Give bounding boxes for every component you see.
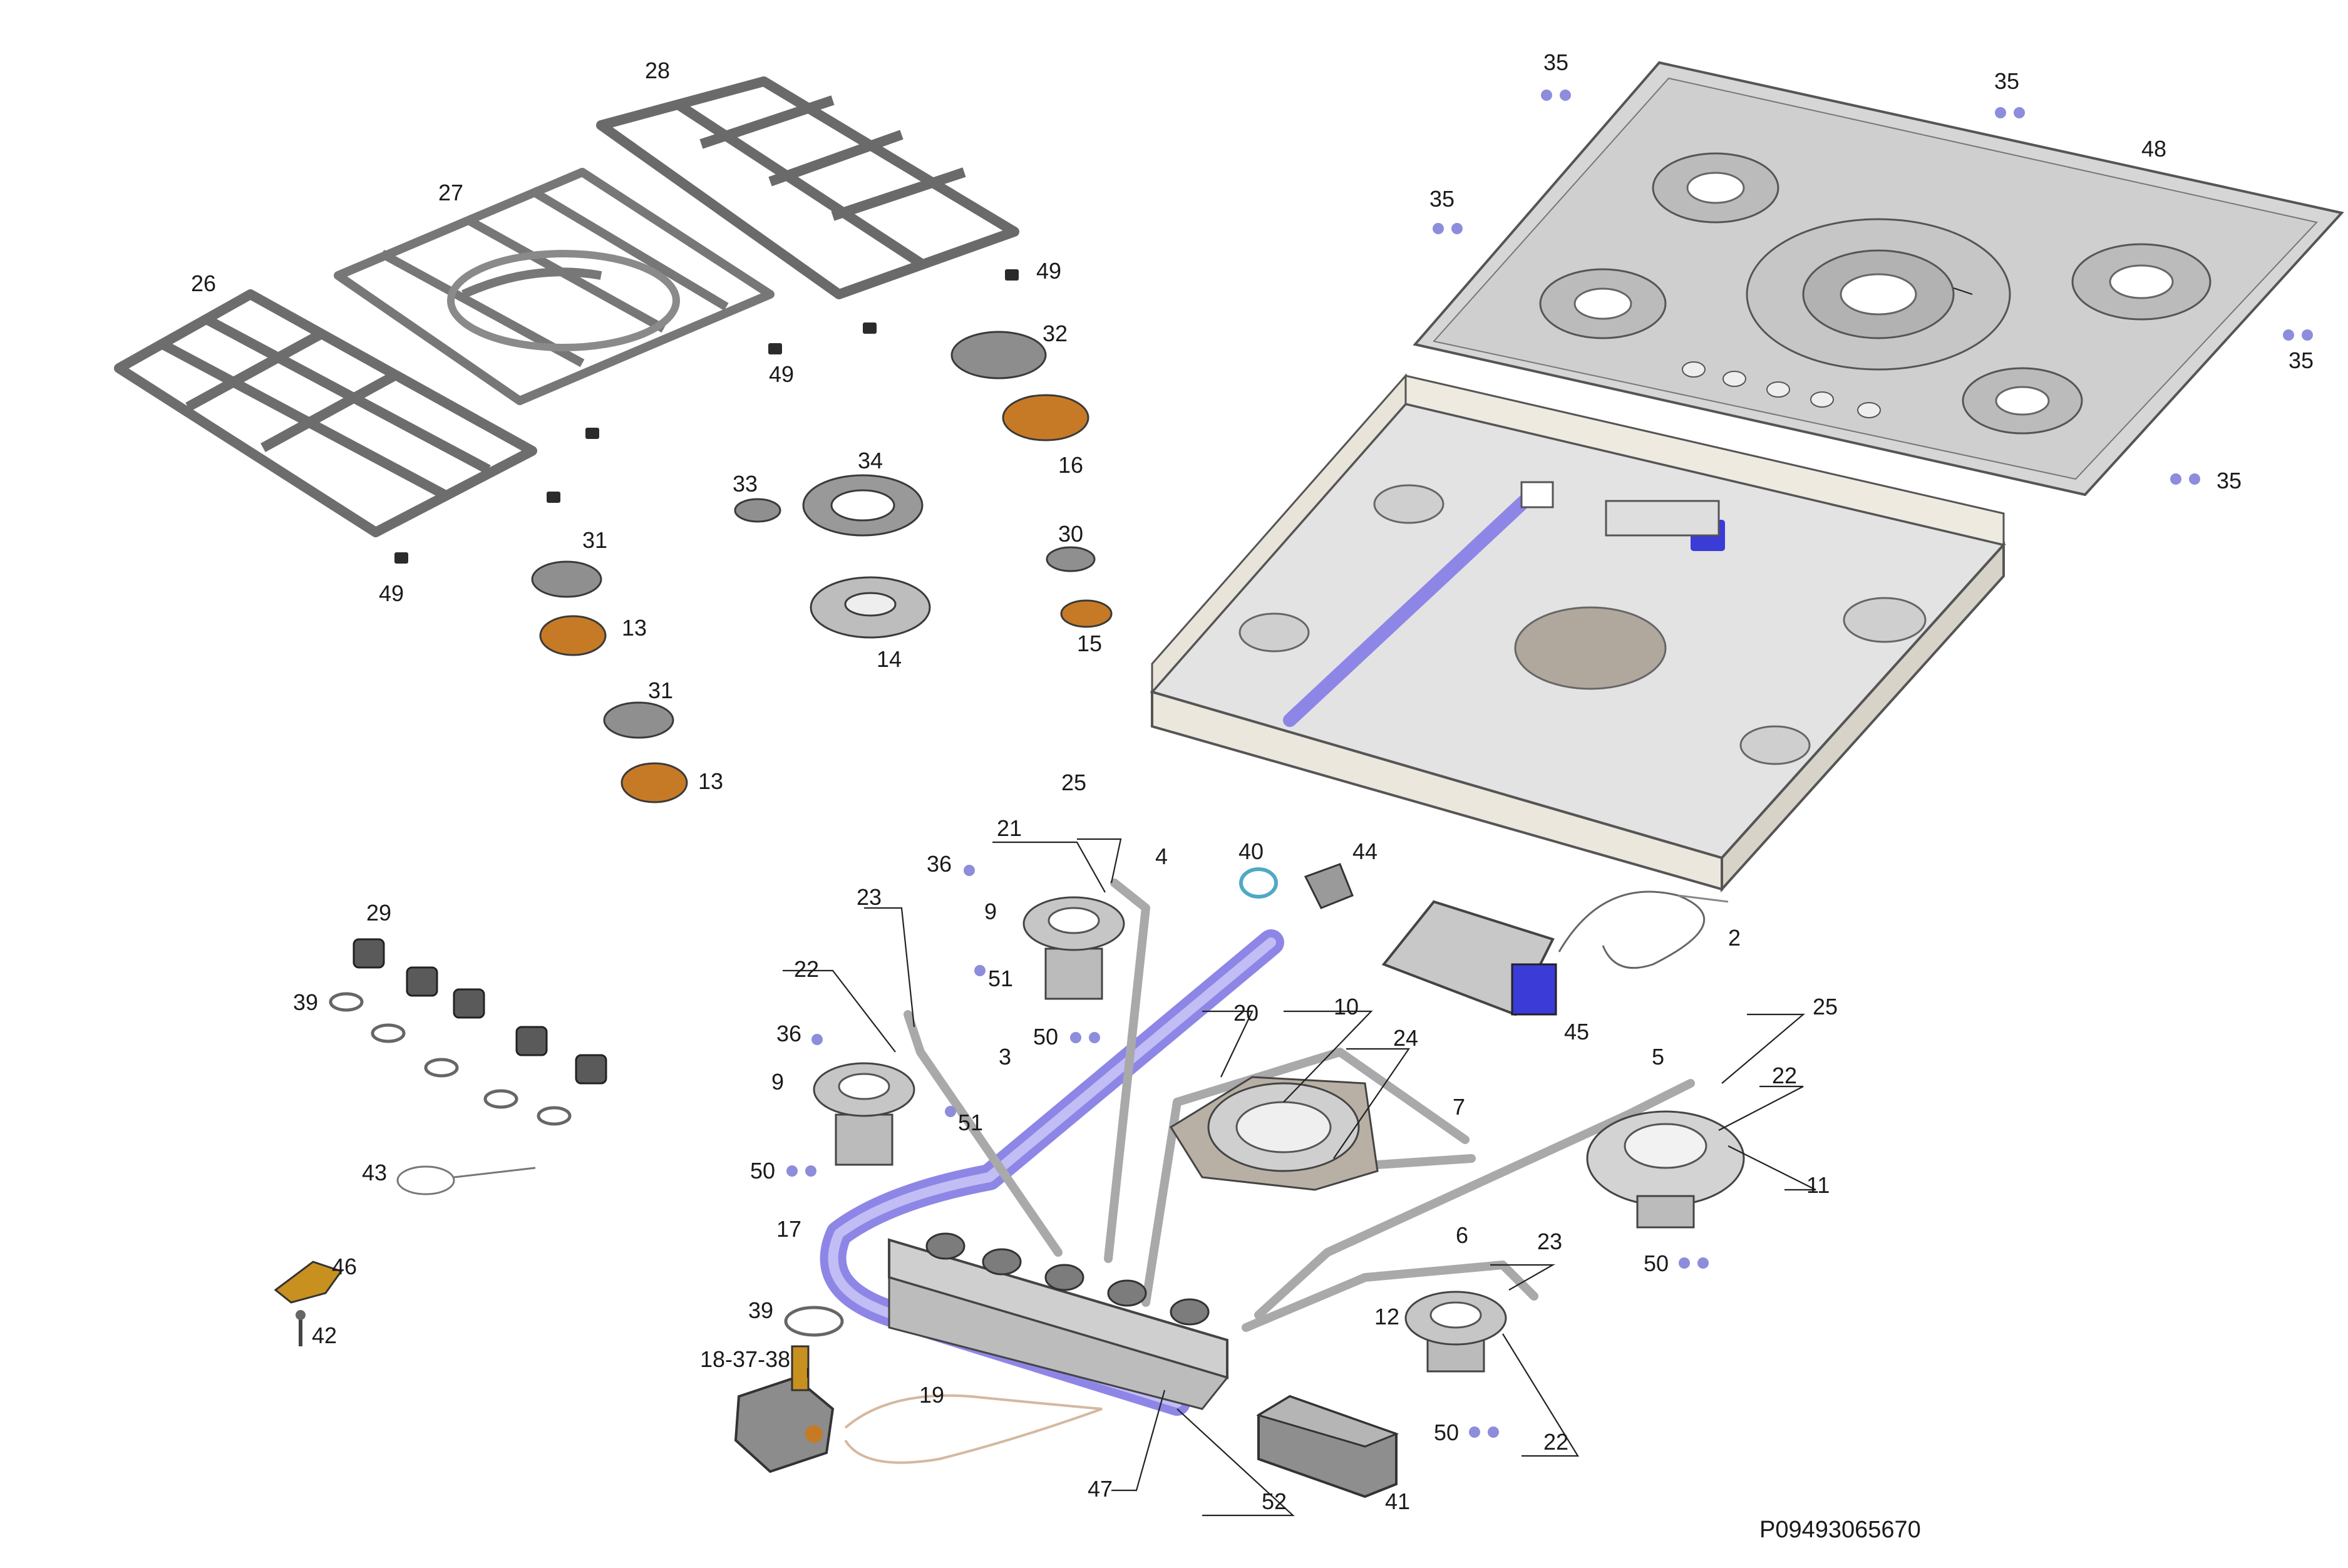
knob-rings xyxy=(329,992,844,1337)
callout-48: 48 xyxy=(2141,136,2166,162)
ignition-wire-43 xyxy=(396,1165,536,1195)
callout-19: 19 xyxy=(919,1382,944,1408)
bracket-46 xyxy=(274,1261,343,1304)
burner-11 xyxy=(1586,1110,1745,1229)
screws xyxy=(786,90,2313,1438)
callout-35-b: 35 xyxy=(1994,68,2019,94)
callout-22-right: 22 xyxy=(1772,1063,1797,1088)
callout-49-c: 49 xyxy=(379,580,404,606)
fitting-40-44 xyxy=(1239,863,1354,909)
callout-24: 24 xyxy=(1393,1025,1418,1051)
callout-9-lower: 9 xyxy=(771,1069,784,1095)
callout-11: 11 xyxy=(1806,1172,1830,1198)
callout-51-upper: 51 xyxy=(988,966,1013,991)
callout-10: 10 xyxy=(1334,994,1359,1019)
control-knobs xyxy=(353,938,607,1085)
callout-23-right: 23 xyxy=(1537,1229,1562,1254)
callout-49-a: 49 xyxy=(1036,258,1061,284)
callout-35-c: 35 xyxy=(1429,186,1455,212)
callout-7: 7 xyxy=(1453,1094,1465,1120)
callout-17: 17 xyxy=(776,1216,801,1242)
callout-26: 26 xyxy=(191,271,216,296)
callout-12: 12 xyxy=(1374,1304,1399,1329)
burner-12 xyxy=(1404,1291,1507,1373)
spark-module-45 xyxy=(1381,890,1729,1016)
base-tray xyxy=(1150,373,2006,893)
hob-top-plate xyxy=(1413,61,2344,497)
callout-39-left: 39 xyxy=(293,989,318,1015)
callout-20: 20 xyxy=(1233,1000,1259,1026)
callout-45: 45 xyxy=(1564,1019,1589,1044)
callout-50-d: 50 xyxy=(1434,1420,1459,1445)
callout-35-a: 35 xyxy=(1543,49,1568,75)
callout-28: 28 xyxy=(645,58,670,83)
reference-code: P09493065670 xyxy=(1759,1517,1921,1543)
callout-43: 43 xyxy=(362,1160,387,1185)
callout-39-center: 39 xyxy=(748,1297,773,1323)
callout-33: 33 xyxy=(733,471,758,497)
callout-25-right: 25 xyxy=(1813,994,1838,1019)
callout-50-b: 50 xyxy=(750,1158,775,1184)
callout-35-d: 35 xyxy=(2289,348,2314,373)
gas-valve xyxy=(734,1345,835,1473)
rubber-feet-clips xyxy=(394,269,1019,564)
callout-13-upper: 13 xyxy=(622,615,647,641)
burners xyxy=(813,896,1745,1373)
callout-5: 5 xyxy=(1652,1044,1664,1070)
callout-42: 42 xyxy=(312,1323,337,1348)
callout-36-lower: 36 xyxy=(776,1021,801,1046)
callout-4: 4 xyxy=(1155,843,1168,869)
callout-44: 44 xyxy=(1352,838,1377,864)
burner-9-upper xyxy=(1022,896,1125,1000)
callout-labels: 2 3 4 5 6 7 9 9 10 11 12 13 13 14 15 16 … xyxy=(191,49,2314,1514)
callout-35-e: 35 xyxy=(2217,468,2242,493)
callout-52: 52 xyxy=(1262,1488,1287,1514)
callout-15: 15 xyxy=(1077,631,1102,656)
gas-ramp xyxy=(888,1232,1229,1410)
callout-2: 2 xyxy=(1728,925,1741,951)
callout-50-a: 50 xyxy=(1033,1024,1058,1050)
callout-3: 3 xyxy=(999,1044,1011,1070)
pan-support-middle xyxy=(334,168,775,405)
callout-22-left: 22 xyxy=(794,956,819,982)
callout-18-37-38: 18-37-38 xyxy=(700,1346,790,1372)
callout-32: 32 xyxy=(1043,321,1068,346)
callout-6: 6 xyxy=(1456,1222,1468,1248)
callout-23-left: 23 xyxy=(857,884,882,910)
spark-generator xyxy=(1256,1395,1399,1498)
callout-22-bottom: 22 xyxy=(1543,1429,1568,1455)
callout-25-left: 25 xyxy=(1061,770,1086,795)
pan-support-left xyxy=(114,289,537,537)
pan-support-right xyxy=(596,76,1019,299)
callout-50-c: 50 xyxy=(1644,1251,1669,1276)
callout-29: 29 xyxy=(366,900,391,926)
thermocouple-19 xyxy=(844,1394,1103,1464)
callout-41: 41 xyxy=(1385,1488,1410,1514)
leader-lines xyxy=(783,287,1973,1517)
callout-16: 16 xyxy=(1058,452,1083,478)
callout-51-lower: 51 xyxy=(958,1110,983,1135)
callout-30: 30 xyxy=(1058,521,1083,547)
callout-31-lower: 31 xyxy=(648,678,673,703)
callout-9-upper: 9 xyxy=(984,899,997,924)
callout-14: 14 xyxy=(877,646,902,672)
callout-46: 46 xyxy=(332,1254,357,1279)
callout-31-upper: 31 xyxy=(582,527,607,553)
burner-10-wok xyxy=(1169,1076,1379,1191)
callout-47: 47 xyxy=(1088,1476,1113,1502)
callout-27: 27 xyxy=(438,180,463,205)
callout-21: 21 xyxy=(997,815,1022,841)
burner-9-lower xyxy=(813,1062,915,1166)
callout-49-b: 49 xyxy=(769,361,794,387)
callout-34: 34 xyxy=(858,448,883,473)
callout-36-upper: 36 xyxy=(927,851,952,877)
callout-13-lower: 13 xyxy=(698,768,723,794)
burner-caps-group xyxy=(531,331,1113,803)
screw-42 xyxy=(296,1310,306,1346)
callout-40: 40 xyxy=(1238,838,1264,864)
